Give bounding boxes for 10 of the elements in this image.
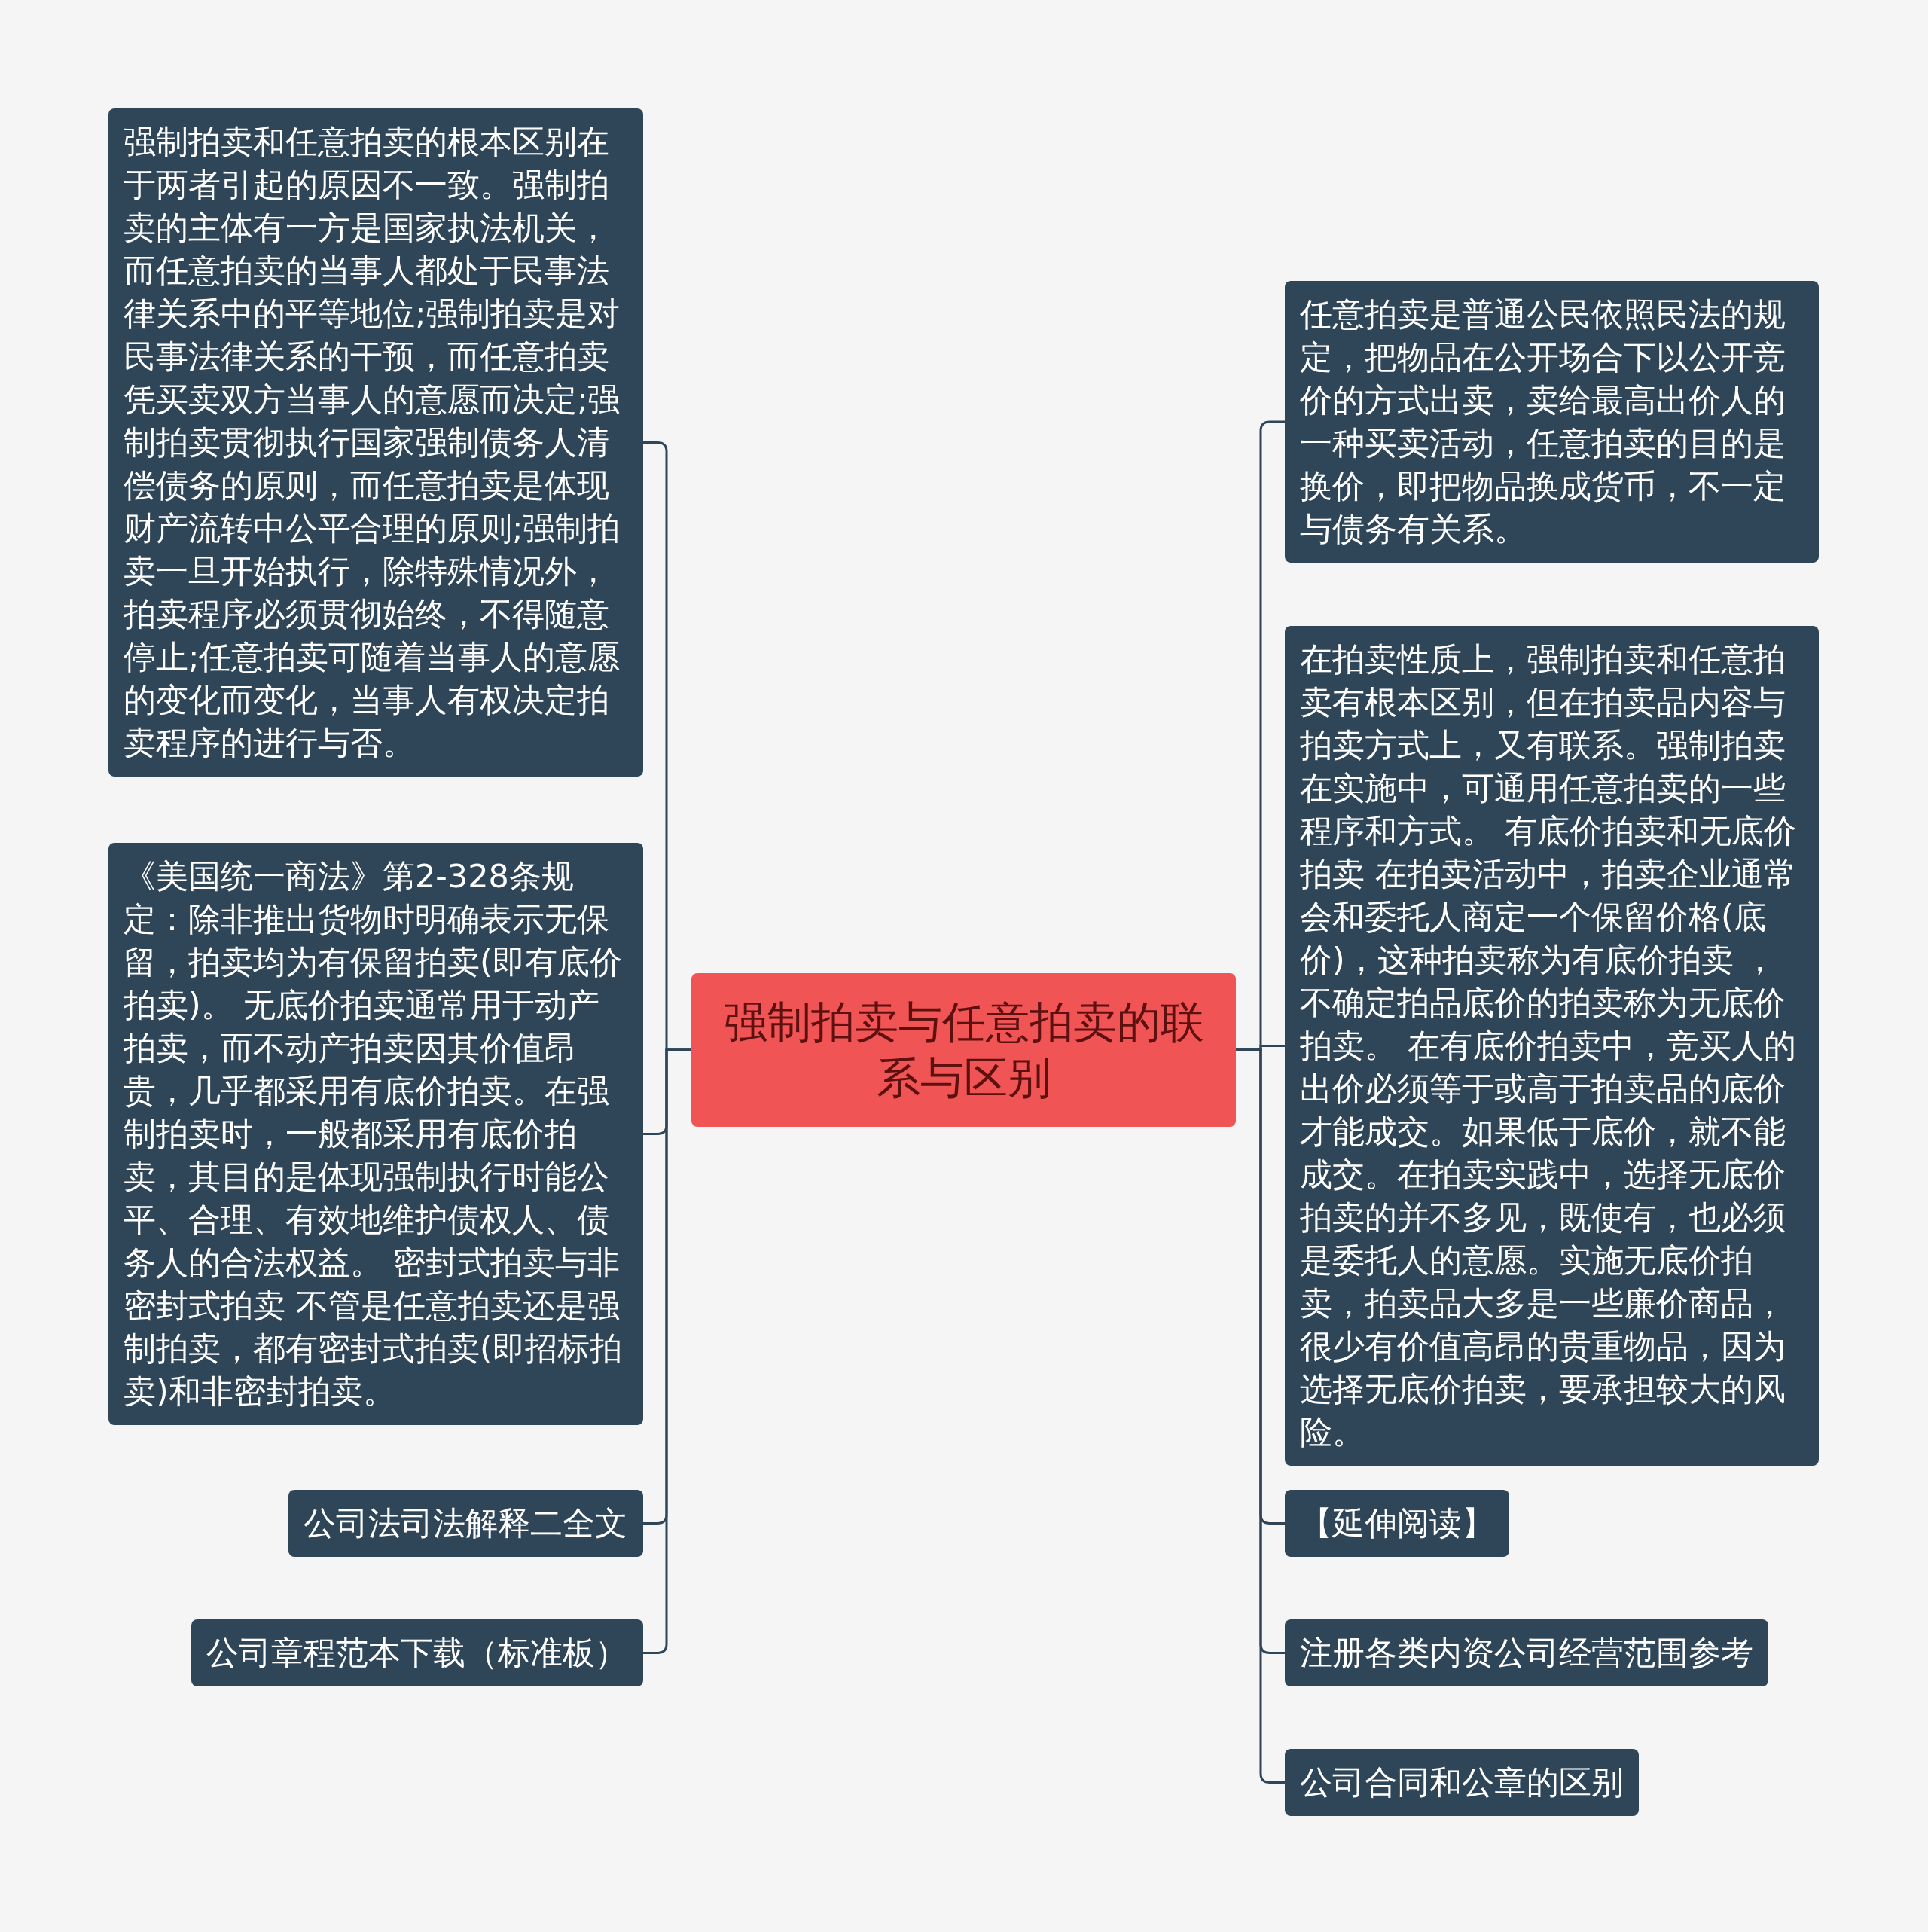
topic-box: 强制拍卖和任意拍卖的根本区别在于两者引起的原因不一致。强制拍卖的主体有一方是国家执法机关，而任意拍卖的当事人都处于民事法律关系中的平等地位;强制拍卖是对民事法律关系的干预，而任意拍卖凭买卖双方当事人的意愿而决定;强制拍卖贯彻执行国家强制债务人清偿债务的原则，而任意拍卖是体现财产流转中公平合理的原则;强制拍卖一旦开始执行，除特殊情况外，拍卖程序必须贯彻始终，不得随意停止;任意拍卖可随着当事人的意愿的变化而变化，当事人有权决定拍卖程序的进行与否。 [108,108,643,777]
topic-box: 公司章程范本下载（标准板） [191,1619,643,1686]
topic-box: 【延伸阅读】 [1285,1490,1509,1557]
topic-box: 在拍卖性质上，强制拍卖和任意拍卖有根本区别，但在拍卖品内容与拍卖方式上，又有联系。强制拍卖在实施中，可通用任意拍卖的一些程序和方式。 有底价拍卖和无底价拍卖 在拍卖活动中，拍卖企业通常会和委托人商定一个保留价格(底价)，这种拍卖称为有底价拍卖 ，不确定拍品底价的拍卖称为无底价拍卖。 在有底价拍卖中，竞买人的出价必须等于或高于拍卖品的底价才能成交。如果低于底价，就不能成交。在拍卖实践中，选择无底价拍卖的并不多见，既使有，也必须是委托人的意愿。实施无底价拍卖，拍卖品大多是一些廉价商品，很少有价值高昂的贵重物品，因为选择无底价拍卖，要承担较大的风险。 [1285,626,1819,1466]
topic-box: 公司法司法解释二全文 [288,1490,643,1557]
topic-box: 注册各类内资公司经营范围参考 [1285,1619,1768,1686]
topic-box: 任意拍卖是普通公民依照民法的规定，把物品在公开场合下以公开竞价的方式出卖，卖给最高出价人的一种买卖活动，任意拍卖的目的是换价，即把物品换成货币，不一定与债务有关系。 [1285,281,1819,563]
central-topic-box: 强制拍卖与任意拍卖的联系与区别 [691,973,1236,1127]
topic-box: 《美国统一商法》第2-328条规定：除非推出货物时明确表示无保留，拍卖均为有保留拍卖(即有底价拍卖)。 无底价拍卖通常用于动产拍卖，而不动产拍卖因其价值昂贵，几乎都采用有底价拍卖。在强制拍卖时，一般都采用有底价拍卖，其目的是体现强制执行时能公平、合理、有效地维护债权人、债务人的合法权益。 密封式拍卖与非密封式拍卖 不管是任意拍卖还是强制拍卖，都有密封式拍卖(即招标拍卖)和非密封拍卖。 [108,843,643,1425]
topic-box: 公司合同和公章的区别 [1285,1749,1639,1816]
